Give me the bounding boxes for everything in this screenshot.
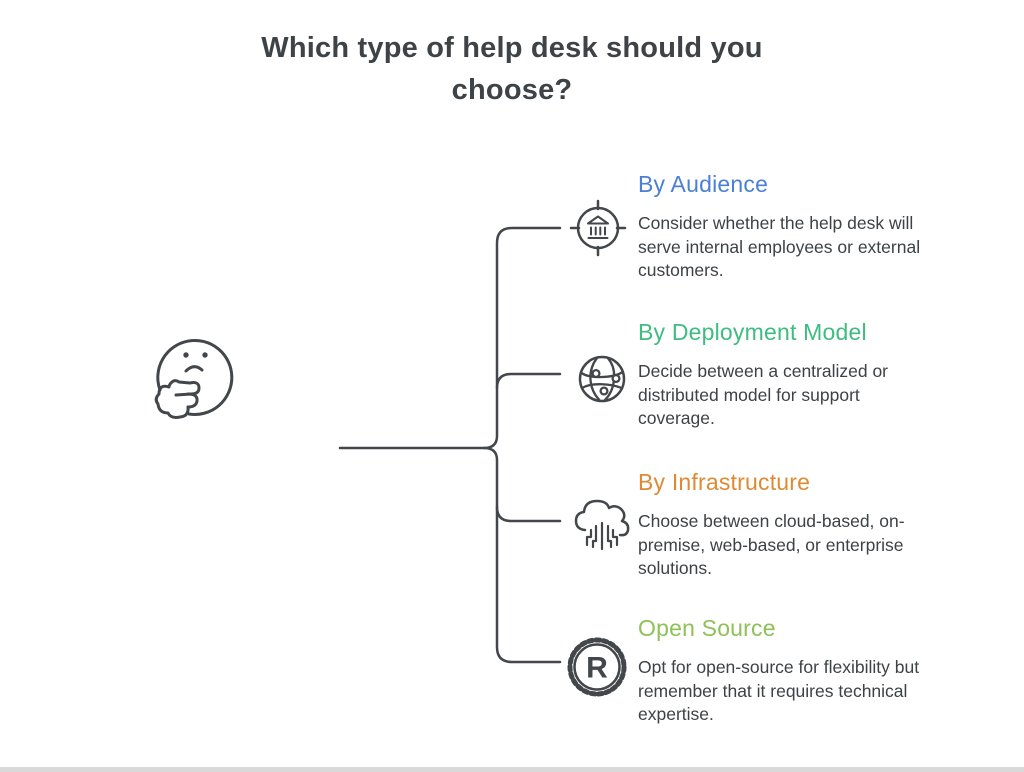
gear-r-icon: R xyxy=(562,632,632,702)
page-title: Which type of help desk should you choos… xyxy=(261,32,763,106)
branch-heading: Open Source xyxy=(638,615,776,641)
branch-description: Decide between a centralized or distribu… xyxy=(638,361,889,428)
target-bank-icon xyxy=(566,196,630,260)
thinking-face-icon xyxy=(146,326,256,436)
branch-heading: By Audience xyxy=(638,171,769,197)
branch-heading: By Infrastructure xyxy=(638,469,811,495)
bottom-edge-bar xyxy=(0,767,1024,772)
branch-description: Opt for open-source for flexibility but … xyxy=(638,657,920,724)
svg-text:R: R xyxy=(586,652,608,685)
network-globe-icon xyxy=(570,347,634,411)
branch-description: Consider whether the help desk will serv… xyxy=(638,213,921,280)
branch-item-infrastructure: By Infrastructure Choose between cloud-b… xyxy=(638,468,983,581)
branch-item-open-source: Open Source Opt for open-source for flex… xyxy=(638,614,983,727)
branch-item-deployment-model: By Deployment Model Decide between a cen… xyxy=(638,318,983,431)
cloud-circuit-icon xyxy=(570,492,634,556)
branch-description: Choose between cloud-based, on- premise,… xyxy=(638,511,905,578)
branch-heading: By Deployment Model xyxy=(638,319,867,345)
branch-item-audience: By Audience Consider whether the help de… xyxy=(638,170,983,283)
